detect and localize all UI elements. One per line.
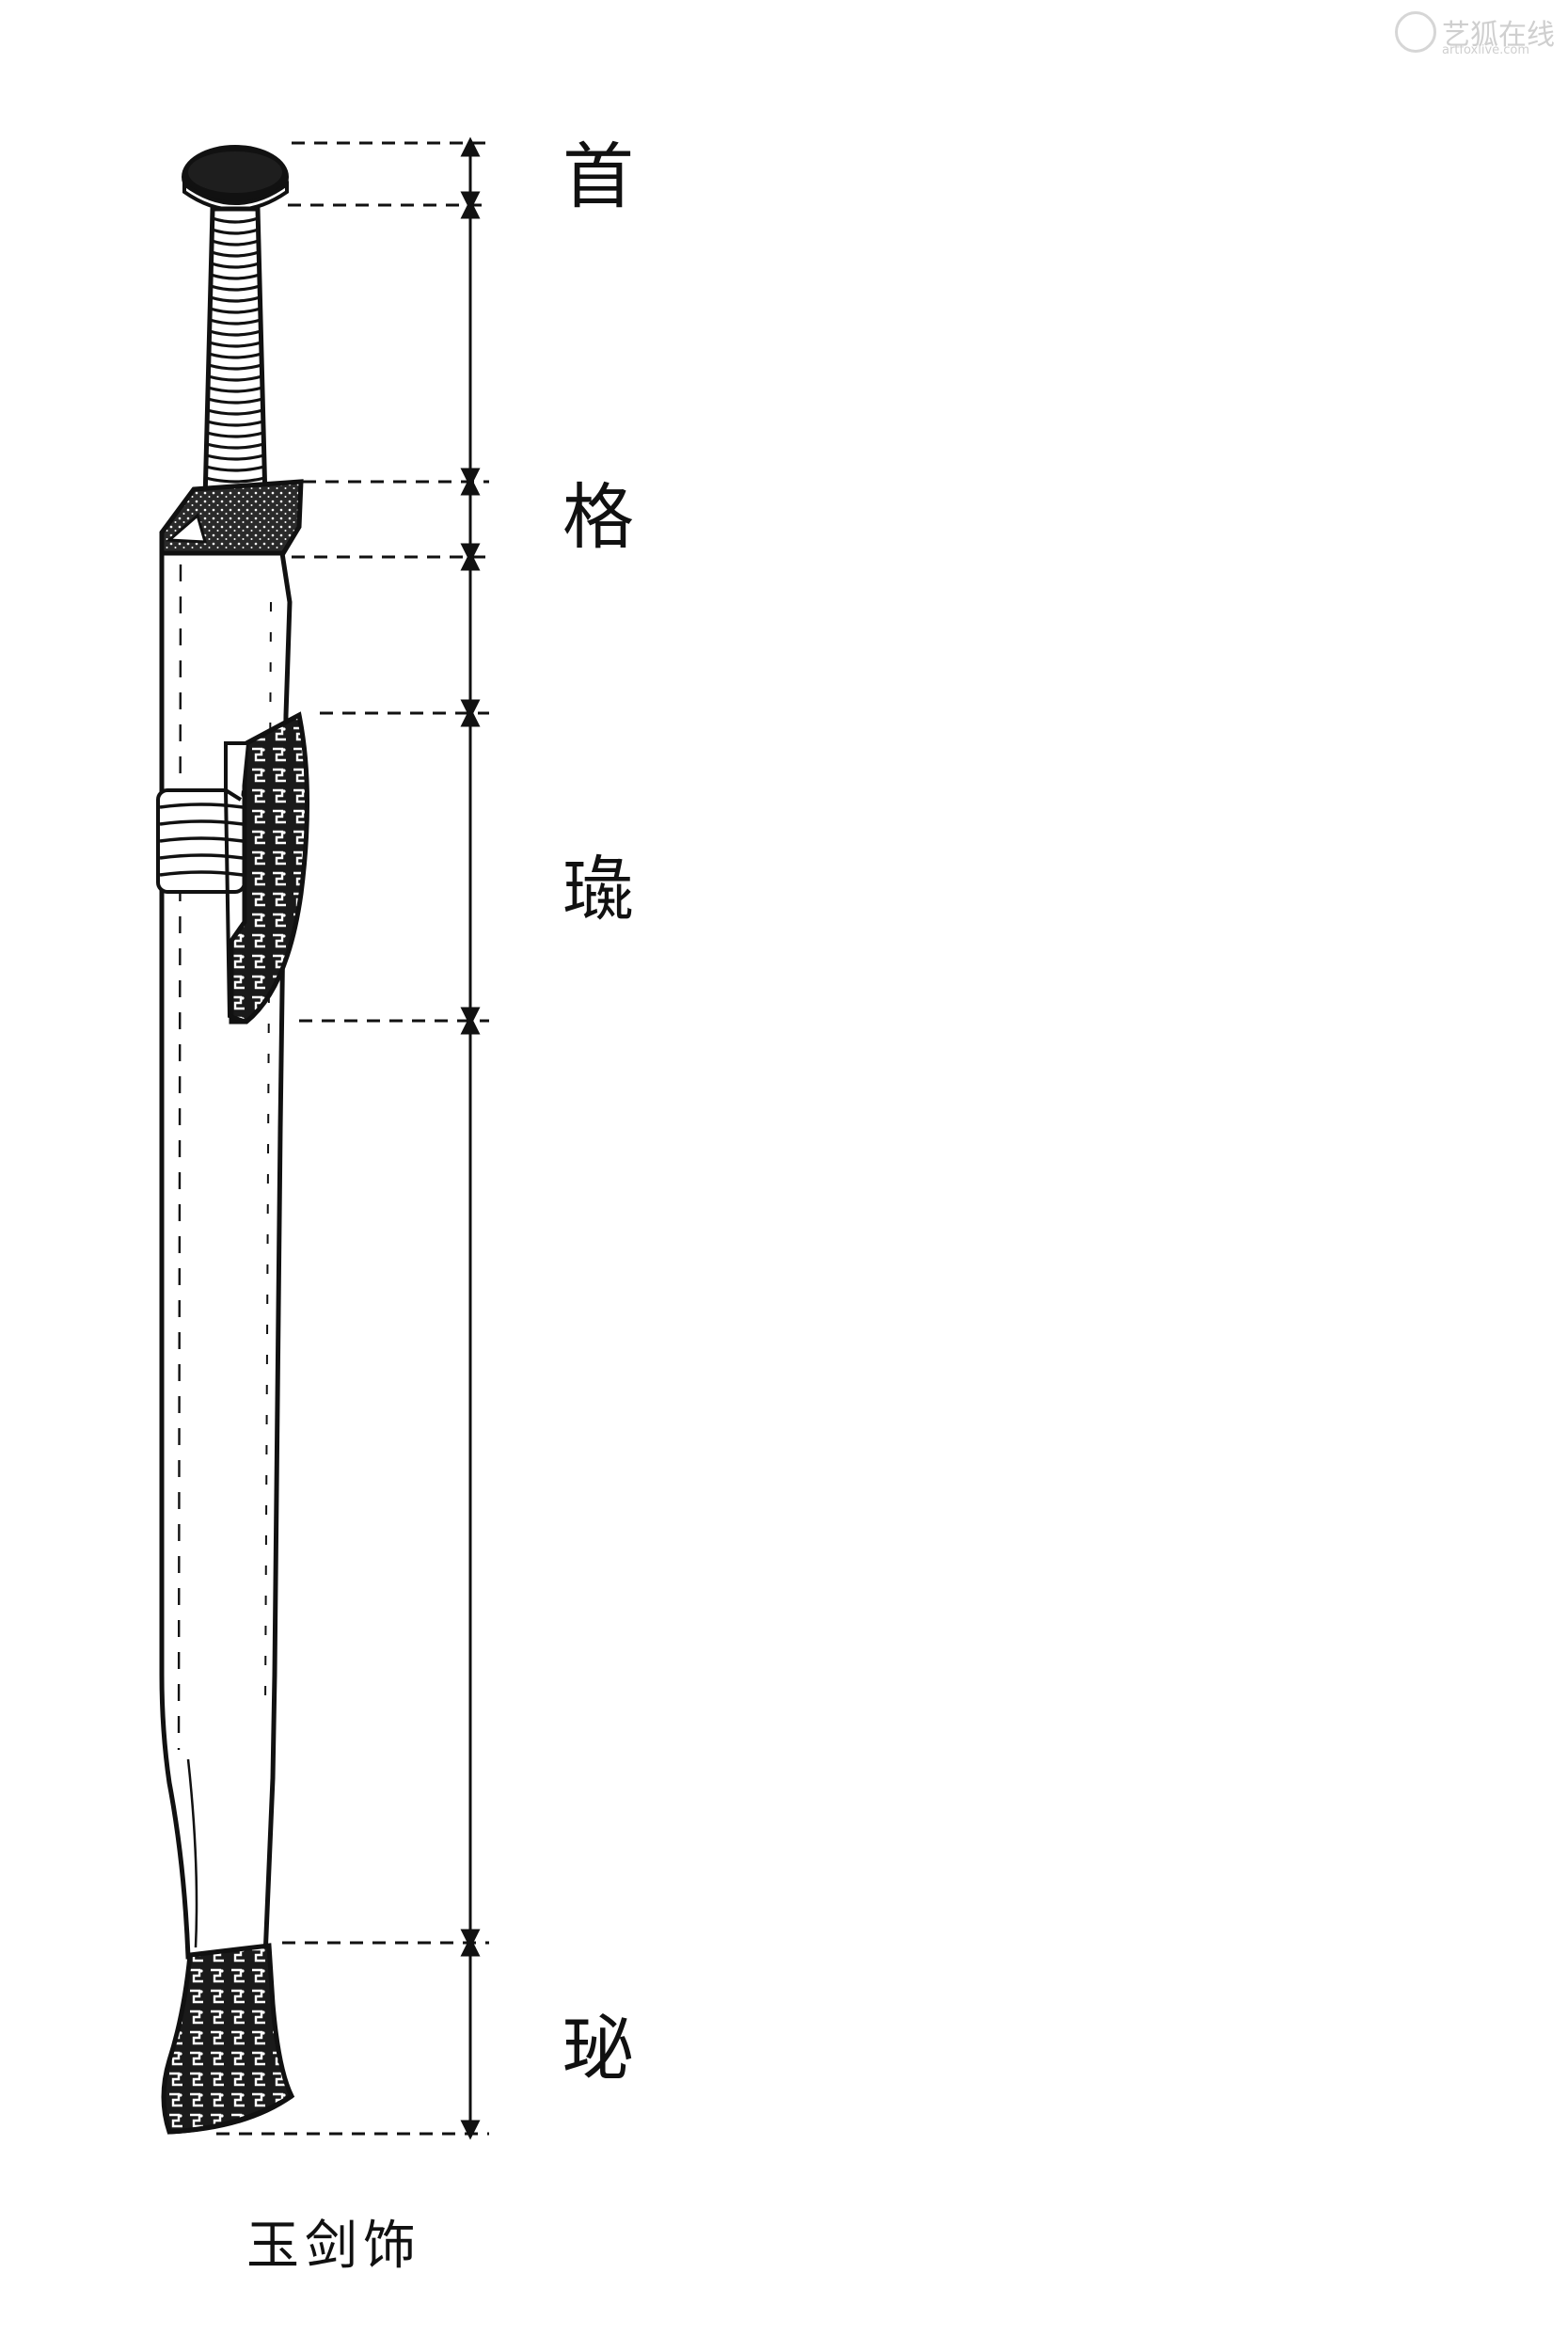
grip-ring (208, 363, 262, 371)
pommel-shou (182, 145, 289, 212)
label-zhi: 璏 (562, 848, 634, 931)
grip-ring (208, 352, 262, 359)
grip-ring (211, 250, 260, 258)
grip-ring (211, 262, 260, 269)
grip-ring (209, 318, 261, 326)
grip-ring (207, 374, 263, 382)
grip-ring (209, 329, 261, 337)
grip-ring (208, 341, 262, 348)
grip-ring (211, 239, 260, 246)
grip-ring (205, 476, 265, 484)
grip-ring (206, 442, 264, 450)
grip-ring (207, 408, 263, 416)
watermark-url: artfoxlive.com (1442, 43, 1530, 57)
sword-grip (202, 206, 268, 503)
grip-ring (207, 397, 263, 405)
watermark: 艺狐在线 artfoxlive.com (1395, 8, 1555, 64)
grip-ring (206, 431, 264, 438)
grip-ring (206, 420, 264, 427)
grip-ring (205, 453, 265, 461)
caption-jade-sword-ornaments: 玉剑饰 (246, 2216, 421, 2277)
watermark-logo-icon (1395, 11, 1436, 53)
label-shou: 首 (562, 135, 634, 218)
grip-ring (211, 228, 260, 235)
scabbard-slide-zhi (156, 711, 309, 1025)
label-bi: 珌 (562, 2007, 634, 2090)
grip-ring (210, 273, 261, 280)
label-ge: 格 (562, 475, 634, 559)
grip-ring (210, 295, 261, 303)
grip-ring (212, 216, 259, 224)
grip-ring (210, 284, 261, 292)
watermark-title: 艺狐在线 (1442, 19, 1555, 52)
grip-ring (209, 307, 261, 314)
grip-ring (207, 386, 263, 393)
guard-ge (159, 479, 304, 558)
chape-bi (161, 1943, 295, 2135)
grip-ring (205, 465, 265, 472)
